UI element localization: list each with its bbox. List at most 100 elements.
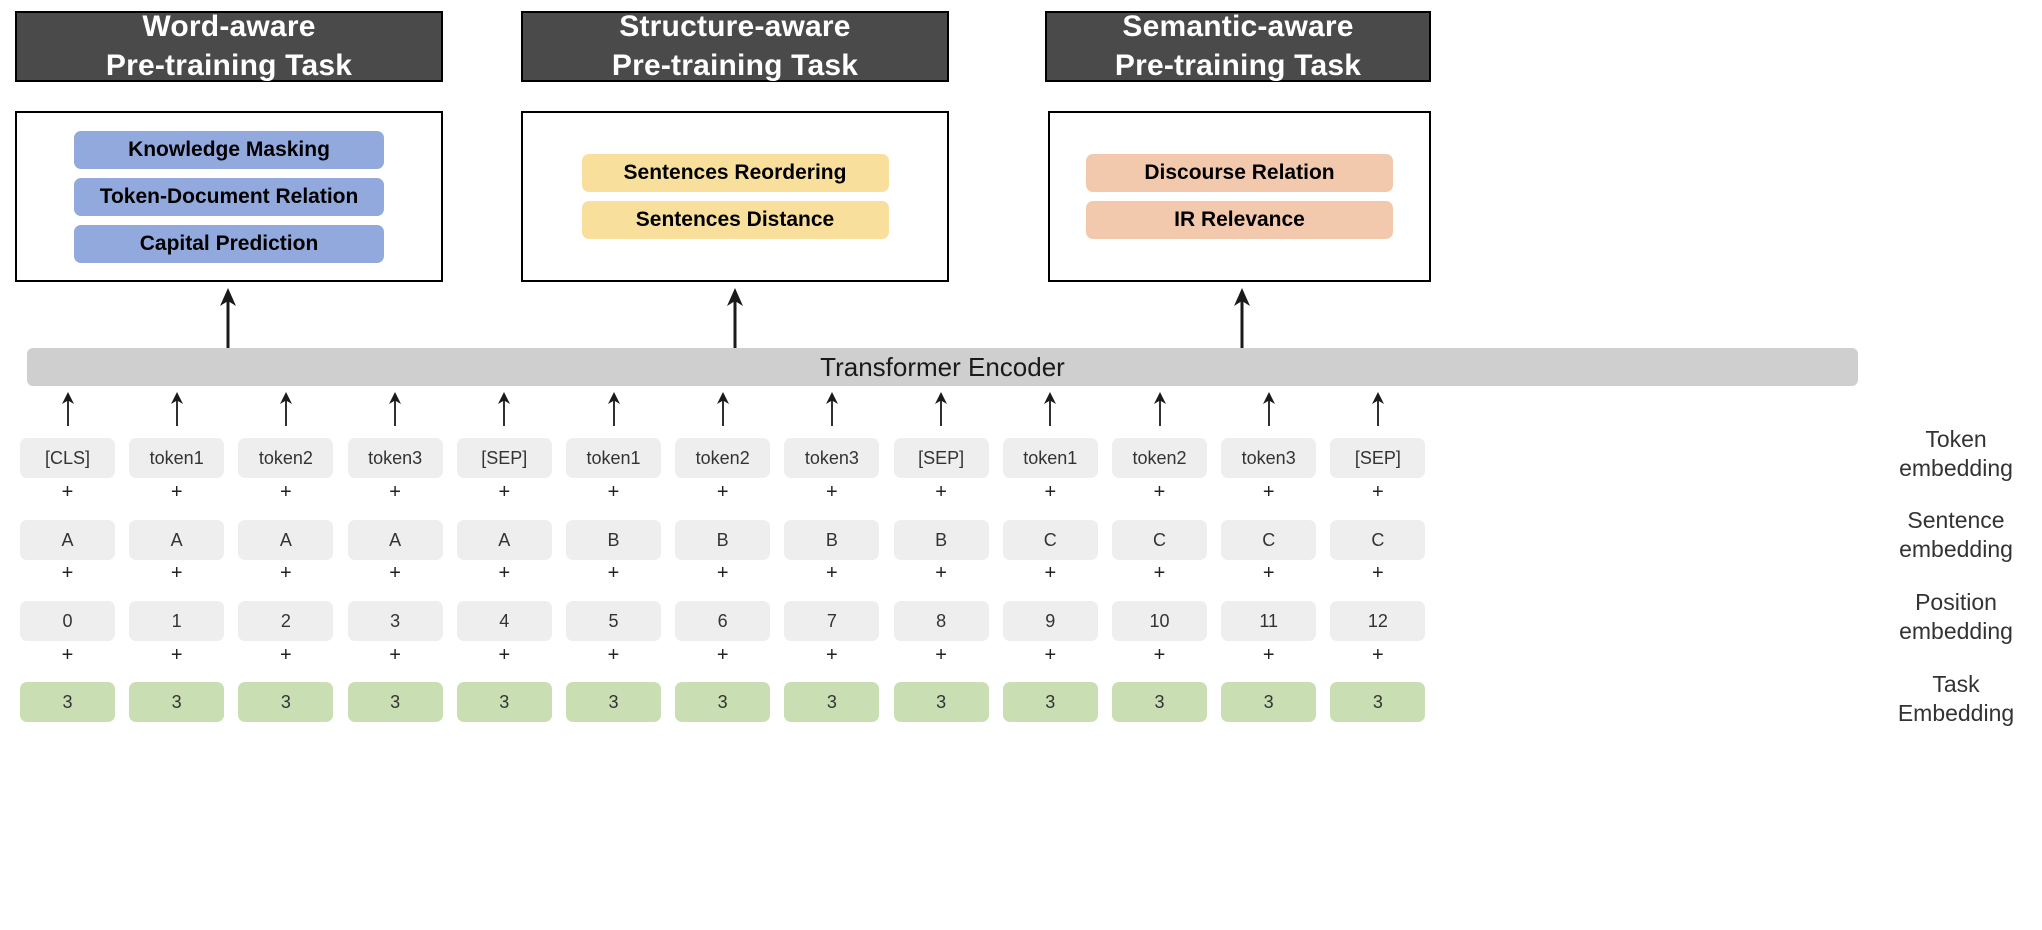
plus-sign: + <box>280 643 292 666</box>
row-label-line1: Position <box>1915 589 1997 616</box>
arrow-token-to-encoder <box>389 392 402 426</box>
arrow-token-to-encoder <box>825 392 838 426</box>
plus-sign: + <box>935 480 947 503</box>
task-item-knowledge-masking[interactable]: Knowledge Masking <box>74 130 384 169</box>
plus-sign: + <box>1044 643 1057 666</box>
plus-sign: + <box>607 643 620 666</box>
row-label-line2: embedding <box>1899 455 2013 481</box>
cell-token-embedding: token2 <box>238 438 334 478</box>
cell-token-embedding: token3 <box>784 438 880 478</box>
cell-token-embedding: [SEP] <box>893 438 989 478</box>
plus-sign: + <box>61 643 74 666</box>
arrow-token-to-encoder <box>607 392 620 426</box>
cell-task-embedding: 3 <box>1330 682 1426 722</box>
plus-sign: + <box>498 480 511 503</box>
plus-sign: + <box>170 561 183 584</box>
row-label-line1: Token <box>1925 426 1987 453</box>
cell-task-embedding: 3 <box>675 682 771 722</box>
cell-sentence-embedding: A <box>456 520 552 560</box>
task-header-line1: Semantic-aware <box>1122 10 1354 44</box>
plus-sign: + <box>61 561 74 584</box>
arrow-token-to-encoder <box>935 392 948 426</box>
transformer-encoder-label: Transformer Encoder <box>820 351 1065 382</box>
plus-sign: + <box>1044 480 1057 503</box>
cell-sentence-embedding: B <box>566 520 661 560</box>
cell-token-embedding: token2 <box>675 438 771 478</box>
task-item-sentences-distance[interactable]: Sentences Distance <box>581 201 889 239</box>
arrow-token-to-encoder <box>1044 392 1057 426</box>
cell-position-embedding: 9 <box>1002 601 1098 641</box>
plus-sign: + <box>607 561 620 584</box>
cell-task-embedding: 3 <box>20 682 115 722</box>
arrow-token-to-encoder <box>1153 392 1166 426</box>
cell-position-embedding: 12 <box>1330 601 1426 641</box>
cell-task-embedding: 3 <box>1221 682 1317 722</box>
row-label-line1: Sentence <box>1907 507 2005 534</box>
plus-sign: + <box>716 643 729 666</box>
plus-sign: + <box>61 480 74 503</box>
task-header-structure-aware: Structure-aware Pre-training Task <box>521 10 949 82</box>
cell-token-embedding: [CLS] <box>20 438 115 478</box>
task-header-line2: Pre-training Task <box>611 48 859 82</box>
plus-sign: + <box>170 643 183 666</box>
arrow-token-to-encoder <box>1262 392 1275 426</box>
task-item-discourse-relation[interactable]: Discourse Relation <box>1086 154 1393 192</box>
cell-task-embedding: 3 <box>784 682 880 722</box>
transformer-encoder-bar: Transformer Encoder <box>27 348 1858 386</box>
cell-position-embedding: 11 <box>1221 601 1317 641</box>
arrow-encoder-to-structure-aware <box>727 288 743 350</box>
row-label-token-embedding: Token embedding <box>1870 415 2042 493</box>
task-body-structure-aware: Sentences Reordering Sentences Distance <box>521 111 949 282</box>
row-label-task-embedding: Task Embedding <box>1870 660 2042 738</box>
plus-sign: + <box>1262 643 1275 666</box>
task-item-ir-relevance[interactable]: IR Relevance <box>1086 201 1393 239</box>
plus-sign: + <box>826 561 838 584</box>
cell-token-embedding: token1 <box>566 438 661 478</box>
cell-position-embedding: 10 <box>1112 601 1207 641</box>
row-label-sentence-embedding: Sentence embedding <box>1870 496 2042 574</box>
plus-sign: + <box>1153 643 1166 666</box>
cell-sentence-embedding: A <box>20 520 115 560</box>
task-item-capital-prediction[interactable]: Capital Prediction <box>74 224 384 263</box>
arrow-token-to-encoder <box>170 392 183 426</box>
plus-sign: + <box>280 480 292 503</box>
cell-position-embedding: 5 <box>566 601 661 641</box>
arrow-encoder-to-semantic-aware <box>1234 288 1250 350</box>
cell-sentence-embedding: B <box>893 520 989 560</box>
cell-position-embedding: 4 <box>456 601 552 641</box>
plus-sign: + <box>1044 561 1057 584</box>
task-header-line2: Pre-training Task <box>105 48 353 82</box>
plus-sign: + <box>1372 561 1384 584</box>
cell-task-embedding: 3 <box>1002 682 1098 722</box>
task-item-token-document-relation[interactable]: Token-Document Relation <box>74 177 384 216</box>
plus-sign: + <box>389 643 401 666</box>
cell-position-embedding: 0 <box>20 601 115 641</box>
arrow-token-to-encoder <box>61 392 74 426</box>
cell-sentence-embedding: A <box>129 520 225 560</box>
cell-position-embedding: 3 <box>347 601 443 641</box>
cell-position-embedding: 7 <box>784 601 880 641</box>
plus-sign: + <box>1262 480 1275 503</box>
arrow-token-to-encoder <box>279 392 292 426</box>
cell-token-embedding: token3 <box>1221 438 1317 478</box>
task-body-semantic-aware: Discourse Relation IR Relevance <box>1048 111 1431 282</box>
cell-position-embedding: 1 <box>129 601 225 641</box>
cell-token-embedding: token3 <box>347 438 443 478</box>
row-label-line2: embedding <box>1899 536 2013 562</box>
row-label-line2: embedding <box>1899 618 2013 644</box>
cell-task-embedding: 3 <box>1112 682 1207 722</box>
plus-sign: + <box>389 480 401 503</box>
cell-sentence-embedding: B <box>784 520 880 560</box>
task-item-sentences-reordering[interactable]: Sentences Reordering <box>581 154 889 192</box>
plus-sign: + <box>826 643 838 666</box>
cell-task-embedding: 3 <box>238 682 334 722</box>
cell-task-embedding: 3 <box>566 682 661 722</box>
cell-sentence-embedding: A <box>238 520 334 560</box>
arrow-token-to-encoder <box>1371 392 1384 426</box>
plus-sign: + <box>607 480 620 503</box>
cell-token-embedding: [SEP] <box>1330 438 1426 478</box>
cell-task-embedding: 3 <box>347 682 443 722</box>
cell-sentence-embedding: C <box>1330 520 1426 560</box>
plus-sign: + <box>826 480 838 503</box>
plus-sign: + <box>935 643 947 666</box>
